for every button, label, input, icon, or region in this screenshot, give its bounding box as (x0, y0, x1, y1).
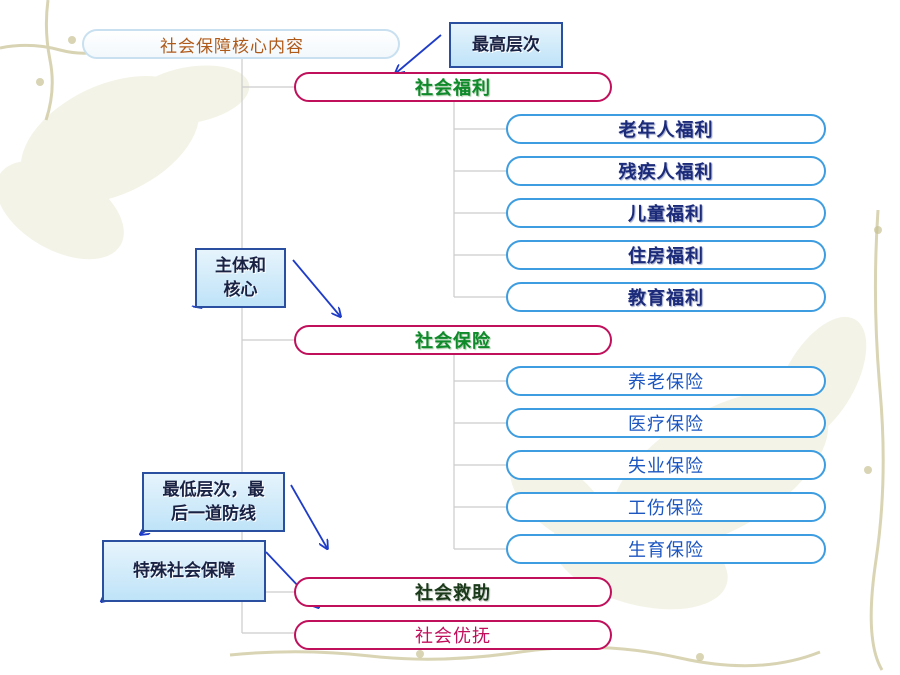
note-lowest-level: 最低层次，最 后一道防线 (142, 472, 285, 532)
insurance-child-node: 养老保险 (506, 366, 826, 396)
assistance-node: 社会救助 (294, 577, 612, 607)
assistance-label: 社会救助 (415, 583, 491, 604)
insurance-child-node: 失业保险 (506, 450, 826, 480)
welfare-child-node: 教育福利 (506, 282, 826, 312)
root-label: 社会保障核心内容 (160, 36, 304, 57)
insurance-child-label: 医疗保险 (628, 414, 704, 435)
insurance-child-node: 医疗保险 (506, 408, 826, 438)
note-highest-level: 最高层次 (449, 22, 563, 68)
root-node: 社会保障核心内容 (82, 29, 400, 59)
note-highest-text: 最高层次 (472, 35, 540, 55)
insurance-label: 社会保险 (415, 331, 491, 352)
insurance-child-node: 生育保险 (506, 534, 826, 564)
insurance-child-label: 工伤保险 (628, 498, 704, 519)
welfare-child-label: 残疾人福利 (618, 162, 714, 183)
welfare-child-label: 儿童福利 (628, 204, 704, 225)
welfare-child-node: 住房福利 (506, 240, 826, 270)
welfare-child-node: 残疾人福利 (506, 156, 826, 186)
note-core-line2: 核心 (223, 280, 258, 300)
note-special-security: 特殊社会保障 (102, 540, 266, 602)
welfare-child-label: 老年人福利 (618, 120, 714, 141)
special-care-node: 社会优抚 (294, 620, 612, 650)
insurance-child-node: 工伤保险 (506, 492, 826, 522)
insurance-child-label: 生育保险 (628, 540, 704, 561)
note-core-line1: 主体和 (215, 256, 266, 276)
insurance-child-label: 养老保险 (628, 372, 704, 393)
welfare-child-label: 教育福利 (628, 288, 704, 309)
note-lowest-line2: 后一道防线 (171, 504, 256, 524)
note-special-text: 特殊社会保障 (133, 561, 235, 581)
welfare-child-label: 住房福利 (628, 246, 704, 267)
insurance-child-label: 失业保险 (628, 456, 704, 477)
note-core: 主体和 核心 (195, 248, 286, 308)
welfare-child-node: 儿童福利 (506, 198, 826, 228)
welfare-label: 社会福利 (415, 78, 491, 99)
special-care-label: 社会优抚 (415, 626, 491, 647)
welfare-child-node: 老年人福利 (506, 114, 826, 144)
insurance-node: 社会保险 (294, 325, 612, 355)
welfare-node: 社会福利 (294, 72, 612, 102)
note-lowest-line1: 最低层次，最 (162, 480, 265, 500)
